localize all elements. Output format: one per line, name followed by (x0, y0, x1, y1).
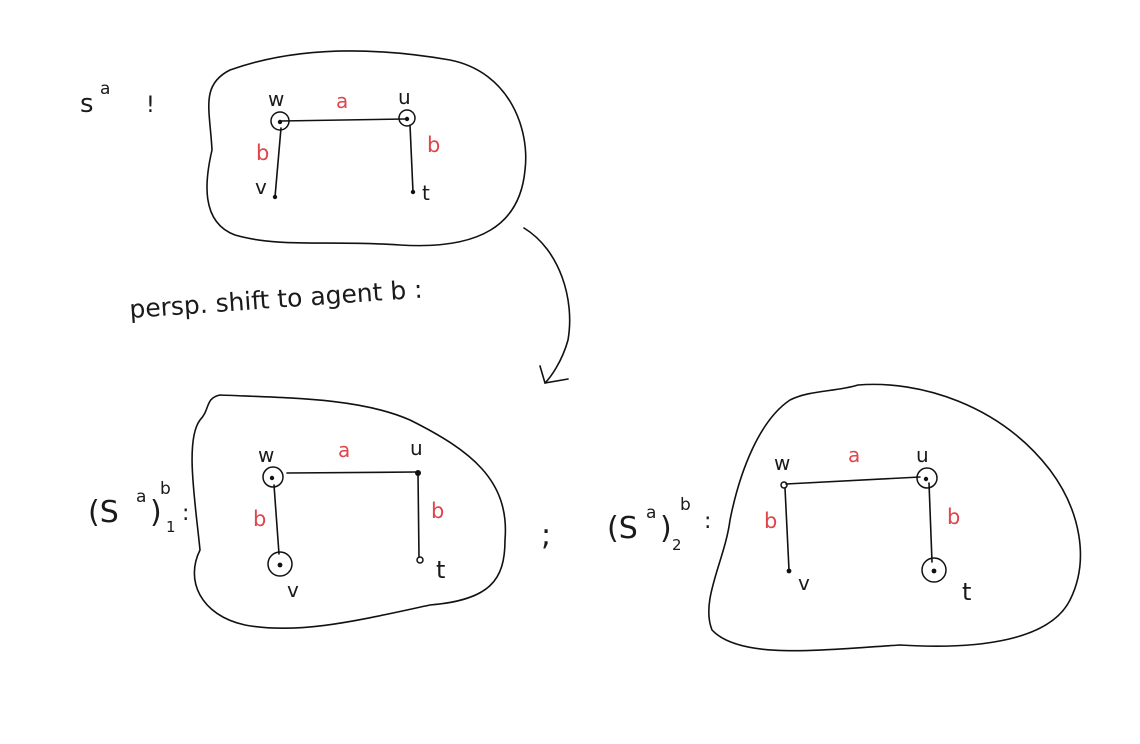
s2-edge-label-a: a (848, 443, 860, 467)
s1-edge-label-b-right: b (431, 499, 444, 523)
state-1-blob (191, 394, 507, 630)
s2-node-w (780, 481, 788, 489)
top-label-t: t (422, 181, 430, 205)
shift-caption: persp. shift to agent b : (128, 275, 423, 324)
top-state: s a ! w u v t a b b (80, 50, 527, 247)
s1-label-u: u (410, 436, 423, 460)
s1-node-t (416, 556, 424, 564)
state-1: (S a ) b 1 : w u v t a b b (88, 394, 507, 630)
top-edge-label-b-left: b (256, 141, 269, 165)
s1-node-v (277, 562, 283, 568)
s2-node-u-ring (916, 467, 938, 489)
top-state-label-colon: ! (146, 93, 155, 118)
top-label-u: u (398, 85, 411, 109)
state-2: (S a ) b 2 : w u v t a b b (607, 383, 1082, 652)
s1-label-v: v (287, 578, 299, 602)
s2-label-w: w (774, 451, 790, 475)
s1-node-v-ring (267, 551, 293, 577)
s1-label-w: w (258, 443, 274, 467)
s2-node-u (923, 476, 929, 482)
top-node-u-ring (398, 109, 416, 127)
s2-label-u: u (916, 443, 929, 467)
shift-arrow-head (539, 365, 569, 384)
s1-edge-label-a: a (338, 438, 350, 462)
top-edge-w-v (274, 127, 282, 198)
state-1-label-close: ) (150, 495, 162, 530)
state-1-label-colon: : (182, 501, 189, 526)
s2-node-t-ring (921, 557, 947, 583)
state-1-label-inner-sup: a (136, 487, 146, 507)
s1-node-u (415, 470, 421, 476)
s2-label-t: t (962, 578, 971, 606)
top-state-blob (206, 50, 527, 247)
state-2-blob (707, 383, 1082, 652)
top-node-v (272, 194, 278, 200)
state-2-label-inner-sup: a (646, 503, 656, 523)
state-2-label-sup: b (680, 495, 691, 515)
state-2-label-sub: 2 (672, 536, 682, 554)
s2-node-v (786, 568, 792, 574)
s2-edge-w-v (784, 487, 790, 571)
top-node-w (277, 119, 283, 125)
top-edge-label-b-right: b (427, 133, 440, 157)
s1-label-t: t (436, 556, 445, 584)
s1-edge-w-v (273, 484, 280, 555)
state-2-label-paren: (S (607, 511, 638, 546)
perspective-shift: persp. shift to agent b : (128, 227, 571, 384)
state-1-label-sub: 1 (166, 518, 176, 536)
top-node-t (410, 189, 416, 195)
s1-node-w-ring (262, 466, 284, 488)
shift-arrow (523, 227, 571, 384)
s2-node-t (931, 568, 937, 574)
s1-edge-w-u (286, 471, 417, 474)
s2-edge-label-b-right: b (947, 505, 960, 529)
top-edge-w-u (280, 118, 406, 122)
s2-edge-w-u (785, 476, 921, 485)
top-edge-u-t (409, 124, 414, 193)
state-1-label-paren: (S (88, 495, 119, 530)
s2-edge-u-t (928, 482, 933, 563)
state-1-label-sup: b (160, 479, 171, 499)
top-label-w: w (268, 87, 284, 111)
top-state-label-base: s (80, 89, 94, 119)
s2-edge-label-b-left: b (764, 509, 777, 533)
top-edge-label-a: a (336, 89, 348, 113)
state-2-label-colon: : (704, 509, 711, 534)
top-state-label-sup: a (100, 79, 110, 99)
state-2-label-close: ) (660, 511, 672, 546)
s1-node-w (269, 475, 275, 481)
s2-label-v: v (798, 571, 810, 595)
top-label-v: v (255, 175, 267, 199)
top-node-u (404, 116, 410, 122)
state-separator: ; (541, 518, 551, 553)
s1-edge-u-t (417, 473, 420, 558)
top-node-w-ring (270, 111, 290, 131)
s1-edge-label-b-left: b (253, 507, 266, 531)
